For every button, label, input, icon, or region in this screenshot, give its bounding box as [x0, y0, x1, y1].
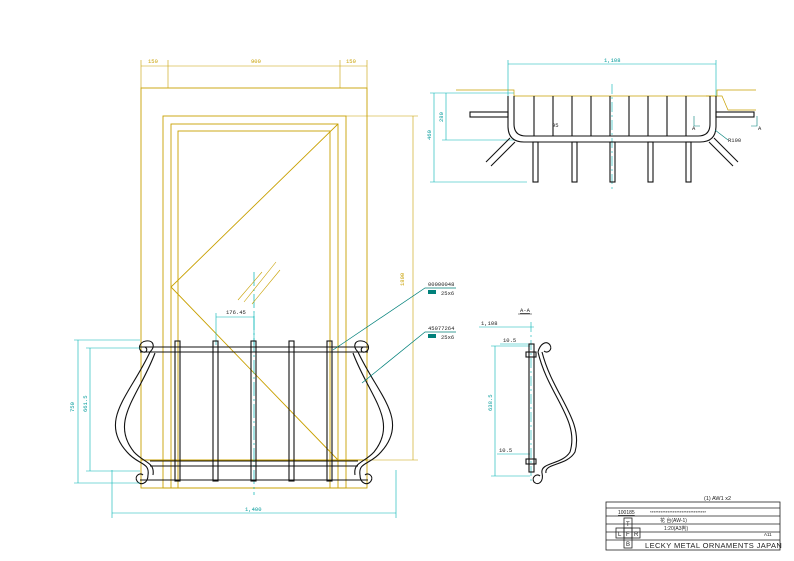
section-dimensions [479, 322, 534, 484]
plan-dim-depth-inner: 280 [438, 112, 445, 122]
dim-width-1400: 1,400 [245, 506, 262, 513]
top-dimensions [140, 60, 368, 88]
tb-name: 花 台(AW-1) [660, 517, 687, 524]
plan-view-ironwork [469, 96, 755, 183]
plan-dim-width: 1,108 [604, 57, 621, 64]
title-block [605, 501, 781, 551]
tb-cell-b: B [626, 542, 630, 548]
tb-cell-t: T [626, 522, 630, 528]
section-dim-offset-bottom: 10.5 [499, 447, 512, 454]
glass-hatch [237, 261, 281, 305]
section-marker-right: A [758, 125, 762, 132]
plan-view-wall [456, 89, 756, 111]
plan-dim-depth-outer: 460 [426, 130, 433, 140]
tb-company: LECKY METAL ORNAMENTS JAPAN [645, 541, 782, 550]
dim-bar-spacing: 176.45 [226, 309, 246, 316]
callout-2-spec: 25x6 [441, 334, 454, 341]
tb-cell-f: F [626, 532, 630, 538]
overall-width-dimension [111, 470, 397, 518]
section-dim-offset-top: 10.5 [503, 337, 516, 344]
bar-spacing-dimension [215, 313, 255, 345]
tb-sheet: A11 [764, 532, 772, 537]
front-balcony-ironwork [114, 340, 394, 485]
tb-masked-line: ******************************** [650, 510, 706, 515]
section-cut-marker [693, 116, 758, 127]
dim-top-left: 150 [148, 58, 158, 65]
tb-qty: (1) AW1 x2 [704, 496, 731, 502]
dim-top-right: 150 [346, 58, 356, 65]
callout-1-part-no: 00000048 [428, 281, 454, 288]
section-marker-left: A [692, 125, 696, 132]
callout-1-spec: 25x6 [441, 290, 454, 297]
callout-1-marker [428, 290, 436, 294]
section-title: A-A [520, 307, 531, 314]
tb-scale: 1:20(A3判) [664, 525, 689, 532]
plan-dim-radius: R100 [728, 137, 741, 144]
section-dim-width: 1,108 [481, 320, 498, 327]
callout-2-part-no: 45077264 [428, 325, 455, 332]
callout-2-marker [428, 334, 436, 338]
tb-cell-l: L [618, 532, 622, 538]
section-dim-height: 638.5 [487, 394, 494, 411]
dim-top-middle: 900 [251, 58, 261, 65]
plan-view-dimensions [430, 60, 717, 190]
right-height-dimension [346, 115, 418, 461]
plan-dim-bar-pitch: 95 [552, 122, 559, 129]
dim-height-1800: 1800 [399, 273, 406, 286]
left-height-dimensions [74, 339, 140, 484]
tb-cell-r: R [634, 532, 639, 538]
tb-drawing-no: 100185 [618, 510, 635, 516]
callout-leaders [332, 287, 456, 384]
plan-radius-leader [714, 129, 729, 141]
dim-height-750: 750 [69, 402, 76, 412]
section-ironwork [525, 342, 578, 485]
dim-height-661-5: 661.5 [82, 395, 89, 412]
